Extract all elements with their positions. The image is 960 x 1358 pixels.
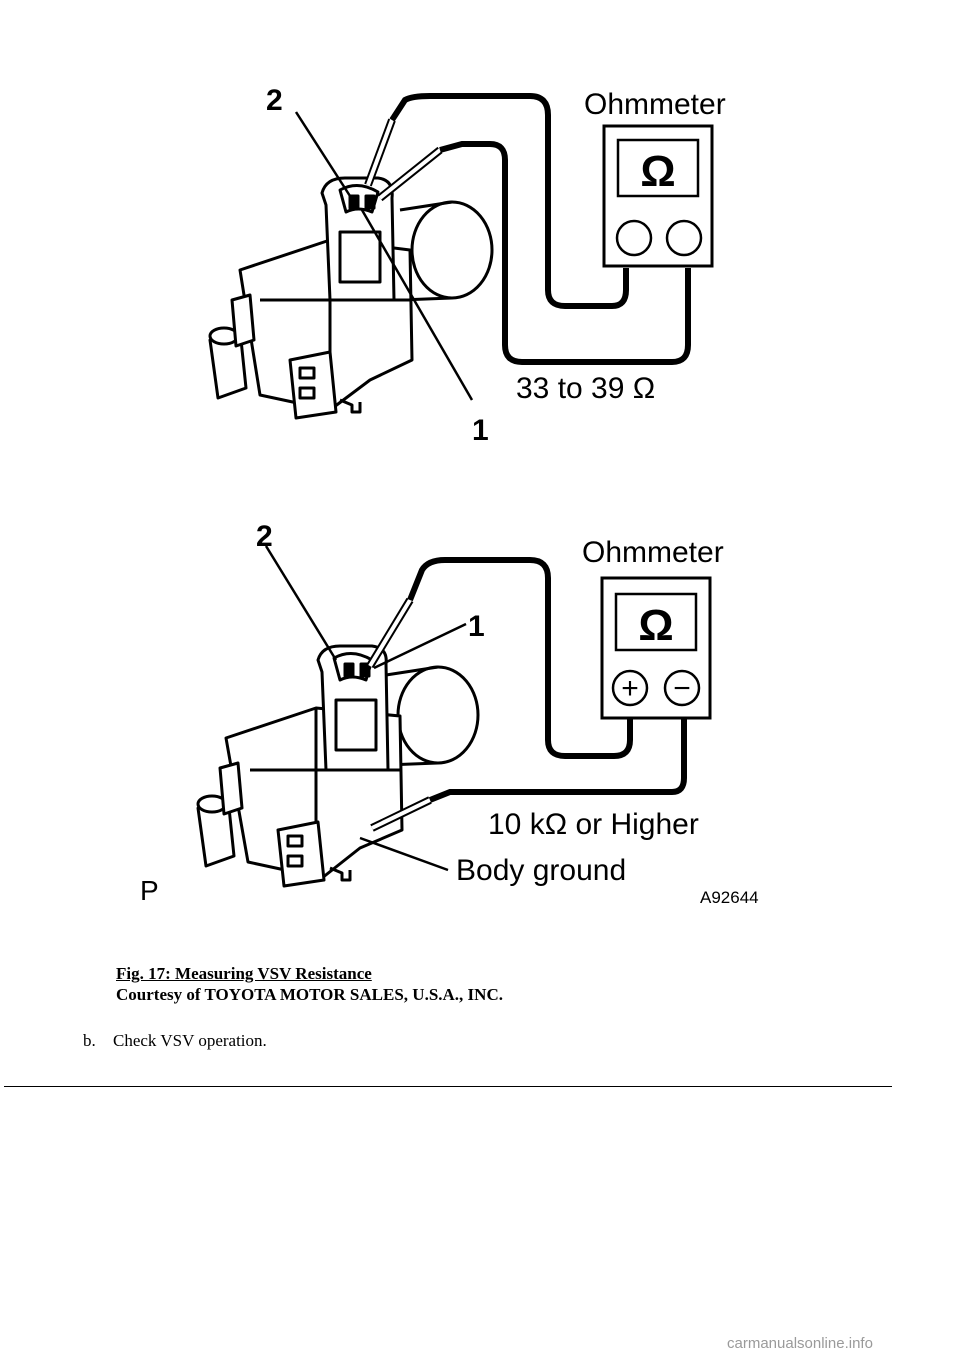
bottom-meter-label: Ohmmeter [582,536,724,569]
bottom-reading: 10 kΩ or Higher [488,808,699,841]
top-callout-2: 2 [266,84,283,117]
top-probes [364,93,691,365]
figure-code: A92644 [700,888,759,907]
top-ohm-symbol: Ω [640,147,675,196]
vsv-resistance-figure: 2 1 Ω Ohmmeter 33 to 39 Ω [140,84,759,907]
procedure-step: b. Check VSV operation. [83,1031,267,1051]
caption-credit: Courtesy of TOYOTA MOTOR SALES, U.S.A., … [116,985,503,1004]
bottom-diagram: 2 1 Ω + − Ohmmeter 10 kΩ or Higher Body … [140,520,759,907]
top-ohmmeter: Ω [602,124,714,268]
page-divider [4,1086,892,1087]
vsv-valve-drawing-2 [196,644,480,888]
bottom-callout-2: 2 [256,520,273,553]
bottom-ohm-symbol: Ω [638,601,673,650]
top-terminal-left [615,219,653,257]
plus-sign: + [621,672,639,705]
bottom-terminal-minus [663,669,701,707]
bottom-callout-1: 1 [468,610,485,643]
step-text: Check VSV operation. [113,1031,267,1050]
top-diagram: 2 1 Ω Ohmmeter 33 to 39 Ω [208,84,726,447]
corner-mark: P [140,875,159,906]
bottom-probes [366,557,687,832]
top-terminal-right [665,219,703,257]
vsv-valve-drawing [208,176,494,420]
minus-sign: − [673,672,691,705]
top-reading: 33 to 39 Ω [516,372,655,405]
top-meter-label: Ohmmeter [584,88,726,121]
step-marker: b. [83,1031,96,1050]
top-callout-1: 1 [472,414,489,447]
bottom-ohmmeter: Ω + − [600,576,712,720]
site-watermark: carmanualsonline.info [727,1335,873,1352]
figure-caption: Fig. 17: Measuring VSV Resistance Courte… [116,963,503,1005]
caption-title: Fig. 17: Measuring VSV Resistance [116,964,372,983]
ground-label: Body ground [456,854,626,887]
bottom-terminal-plus [611,669,649,707]
